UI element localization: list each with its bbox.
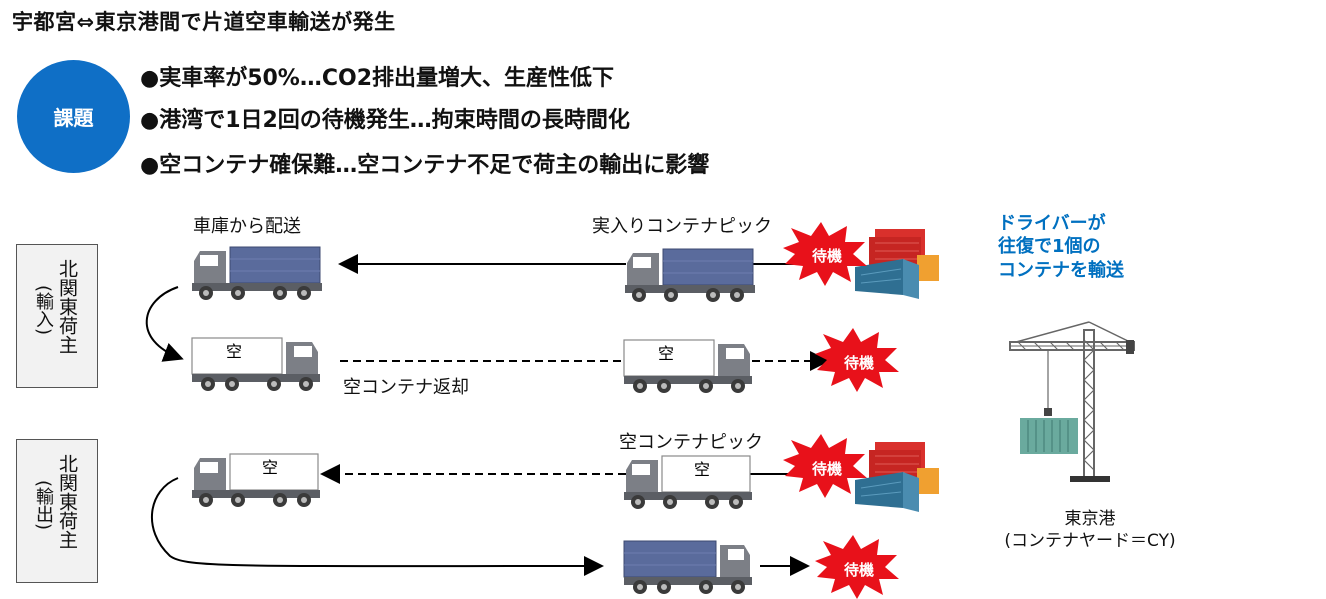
empty-tag-1: 空 [226, 342, 242, 361]
port-sub: (コンテナヤード＝CY) [1004, 531, 1176, 552]
curve-arrow-export [150, 477, 604, 577]
shipper-export-box: 北関東荷主 (輸出) [16, 439, 98, 583]
container-stack-export [854, 441, 940, 513]
port-crane [1009, 321, 1135, 482]
empty-tag-2: 空 [658, 344, 674, 363]
shipper-export-kind: (輸出) [33, 480, 54, 531]
wait-label-4: 待機 [844, 561, 874, 579]
driver-note-line-1: ドライバーが [998, 213, 1106, 234]
shipper-import-kind: (輸入) [33, 285, 54, 336]
label-depot-delivery: 車庫から配送 [193, 216, 301, 237]
page-title: 宇都宮⇔東京港間で片道空車輸送が発生 [12, 10, 396, 34]
label-full-pick: 実入りコンテナピック [592, 216, 772, 237]
shipper-export-name: 北関東荷主 [56, 454, 78, 549]
port-label: 東京港 (コンテナヤード＝CY) [985, 508, 1195, 552]
port-name: 東京港 [1064, 509, 1116, 529]
wait-label-1: 待機 [812, 247, 842, 265]
label-empty-pick: 空コンテナピック [619, 432, 763, 453]
label-empty-return: 空コンテナ返却 [343, 377, 469, 398]
driver-note-line-3: コンテナを輸送 [998, 259, 1124, 281]
shipper-import-name: 北関東荷主 [56, 259, 78, 354]
issue-item-3: ●空コンテナ確保難…空コンテナ不足で荷主の輸出に影響 [140, 153, 710, 178]
issues-badge-label: 課題 [53, 106, 94, 130]
container-stack-import [854, 228, 940, 300]
curve-arrow-import [145, 286, 184, 362]
shipper-import-box: 北関東荷主 (輸入) [16, 244, 98, 388]
wait-label-2: 待機 [844, 354, 874, 372]
truck-full-at-port [624, 248, 756, 303]
wait-label-3: 待機 [812, 460, 842, 478]
driver-note-line-2: 往復で1個の [998, 236, 1101, 258]
truck-full-at-shipper [191, 246, 323, 301]
issues-badge: 課題 [17, 60, 130, 173]
driver-note: ドライバーが 往復で1個の コンテナを輸送 [998, 212, 1124, 282]
issue-item-1: ●実車率が50%…CO2排出量増大、生産性低下 [140, 66, 615, 91]
truck-full-to-port [623, 540, 753, 595]
truck-empty-to-export [191, 453, 321, 508]
empty-tag-3: 空 [262, 458, 278, 477]
issue-item-2: ●港湾で1日2回の待機発生…拘束時間の長時間化 [140, 108, 630, 133]
truck-empty-at-shipper [191, 337, 321, 392]
empty-tag-4: 空 [694, 460, 710, 479]
truck-empty-returning [623, 339, 753, 394]
truck-empty-at-port [623, 455, 753, 510]
